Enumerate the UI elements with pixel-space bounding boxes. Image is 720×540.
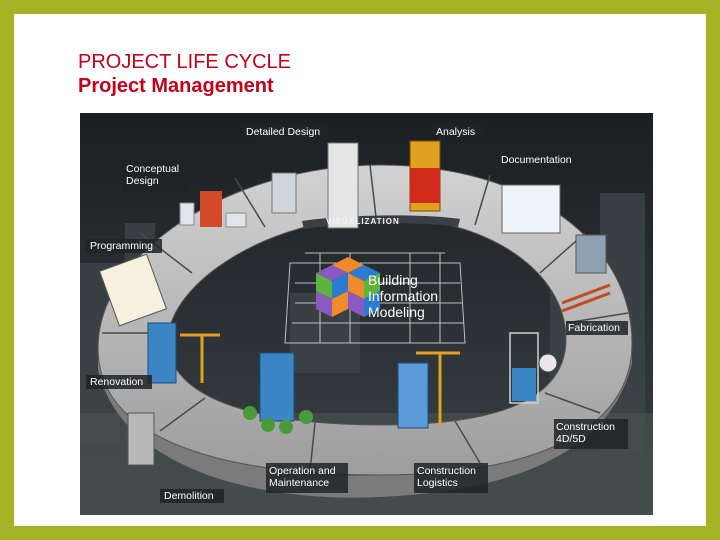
construction-logistics-line-1: Construction (417, 465, 476, 477)
bim-lifecycle-diagram: Detailed Design Analysis Documentation C… (80, 113, 653, 515)
operation-maintenance-line-2: Maintenance (269, 477, 330, 489)
stage-label-analysis: Analysis (436, 126, 476, 138)
bim-cube-logo (316, 257, 380, 317)
bim-center-text: Building Information Modeling (368, 272, 438, 320)
ring-label-visualization: VISUALIZATION (326, 217, 400, 226)
slide-title: PROJECT LIFE CYCLE Project Management (78, 50, 291, 98)
operation-maintenance-line-1: Operation and (269, 465, 336, 477)
stage-label-fabrication: Fabrication (568, 322, 620, 334)
stage-label-demolition: Demolition (164, 490, 214, 502)
conceptual-design-line-2: Design (126, 175, 159, 187)
label-backgrounds (86, 125, 628, 503)
stage-label-renovation: Renovation (90, 376, 144, 388)
bim-text-line-3: Modeling (368, 304, 425, 320)
stage-label-detailed-design: Detailed Design (246, 126, 321, 138)
bim-text-line-1: Building (368, 272, 418, 288)
diagram-graphics (80, 113, 653, 515)
stage-label-conceptual-design: Conceptual Design (126, 163, 179, 187)
title-line-1: PROJECT LIFE CYCLE (78, 51, 292, 73)
stage-label-construction-4d5d: Construction 4D/5D (556, 421, 615, 445)
stage-label-operation-maintenance: Operation and Maintenance (269, 465, 336, 489)
conceptual-design-line-1: Conceptual (126, 163, 180, 175)
construction-4d5d-line-1: Construction (556, 421, 615, 433)
slide: PROJECT LIFE CYCLE Project Management (14, 14, 706, 526)
bim-text-line-2: Information (368, 288, 439, 304)
title-line-2: Project Management (78, 75, 274, 97)
stage-illustrations (98, 140, 611, 466)
stage-label-construction-logistics: Construction Logistics (417, 465, 476, 489)
stage-label-programming: Programming (90, 240, 154, 252)
construction-logistics-line-2: Logistics (417, 477, 458, 489)
stage-label-documentation: Documentation (501, 154, 572, 166)
construction-4d5d-line-2: 4D/5D (556, 433, 586, 445)
